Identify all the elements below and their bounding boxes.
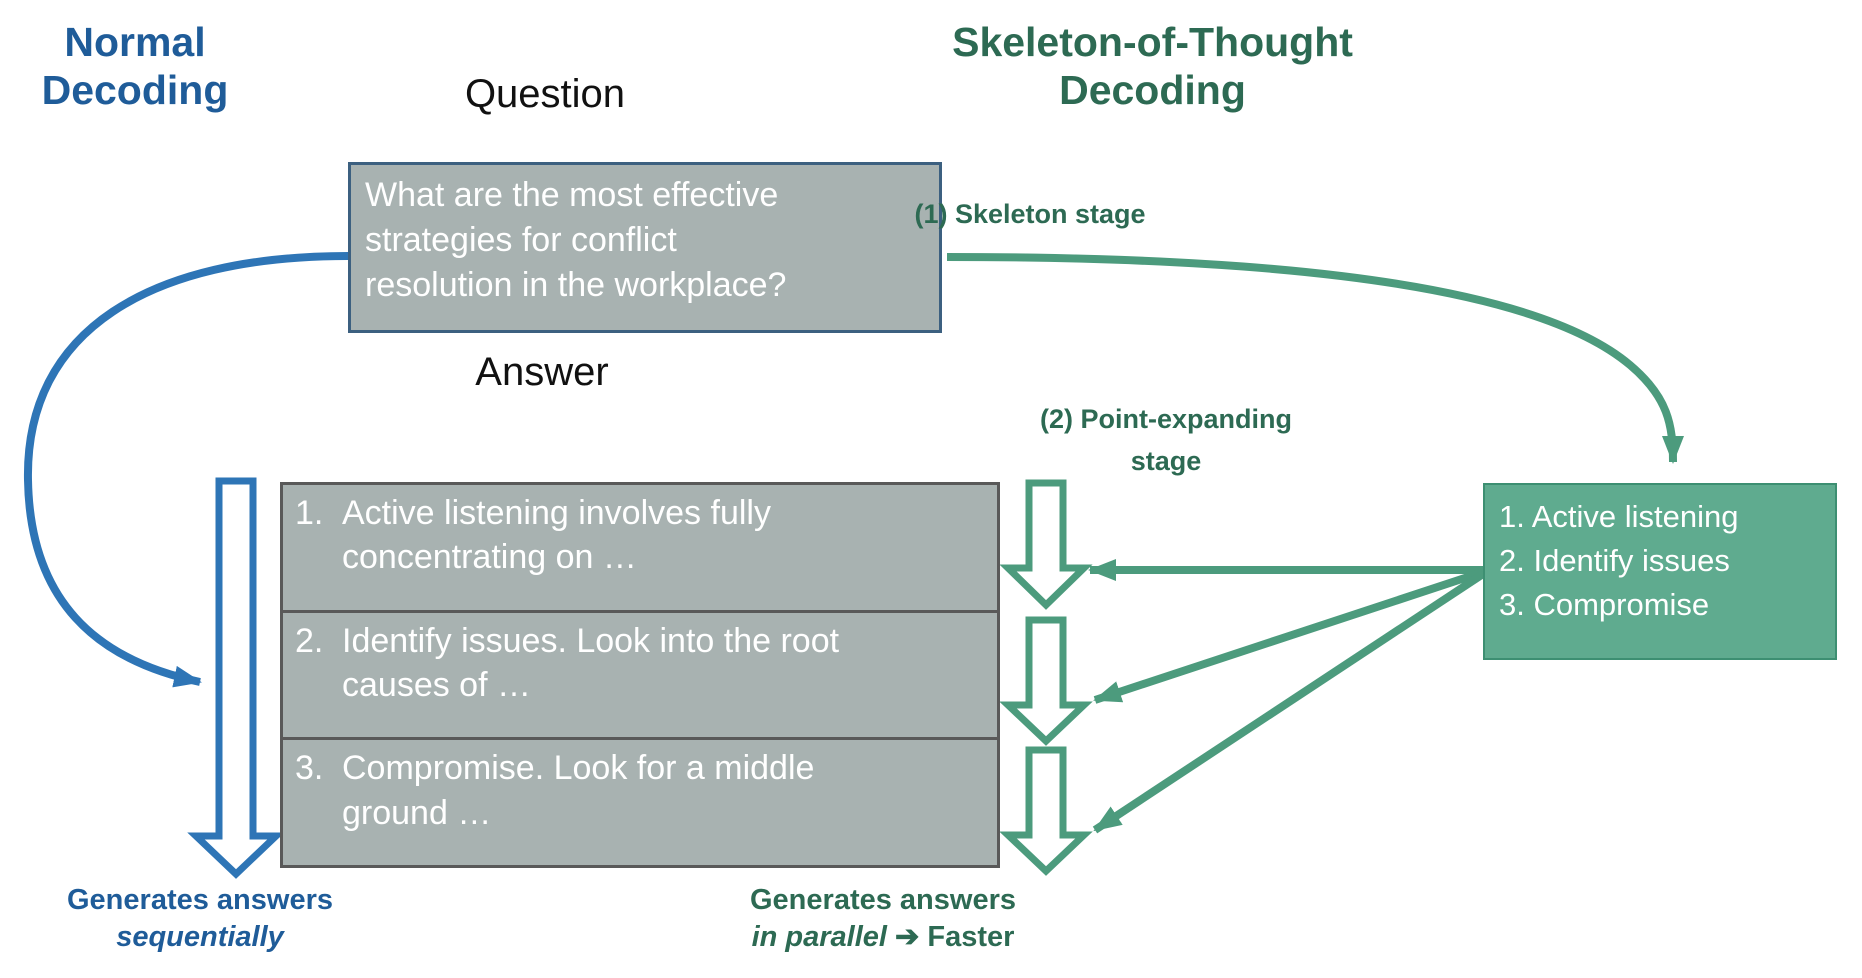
- normal-decoding-title-line2: Decoding: [41, 67, 229, 114]
- sequential-caption-line1: Generates answers: [67, 884, 333, 916]
- answer-item-3-line2: ground …: [342, 793, 492, 832]
- answer-item-2: 2. Identify issues. Look into the root ca…: [283, 609, 997, 738]
- normal-decoding-title: Normal Decoding: [10, 18, 260, 115]
- answer-box: 1. Active listening involves fully concen…: [280, 482, 1000, 868]
- green-parallel-arrow-2: [999, 616, 1093, 746]
- skeleton-box-item-2: 2. Identify issues: [1499, 543, 1730, 579]
- point-expanding-stage-line2: stage: [1130, 445, 1202, 476]
- skeleton-of-thought-title-line1: Skeleton-of-Thought: [952, 19, 1353, 65]
- answer-label: Answer: [475, 350, 609, 394]
- answer-item-3-number: 3.: [295, 749, 324, 788]
- green-fan-line-3: [1092, 570, 1486, 834]
- answer-item-1-number: 1.: [295, 494, 324, 532]
- skeleton-of-thought-title-line2: Decoding: [1059, 67, 1246, 114]
- sequential-caption-line2: sequentially: [116, 921, 284, 954]
- parallel-caption-line1: Generates answers: [750, 884, 1016, 916]
- right-arrow-glyph-icon: ➔: [895, 921, 920, 954]
- question-text-line2: strategies for conflict: [365, 220, 677, 259]
- parallel-caption-in-parallel: in parallel: [751, 921, 887, 954]
- answer-item-1-text: Active listening involves fully concentra…: [342, 491, 987, 610]
- skeleton-box-item-3: 3. Compromise: [1499, 587, 1710, 623]
- answer-item-3-line1: Compromise. Look for a middle: [342, 749, 815, 788]
- answer-item-2-text: Identify issues. Look into the root cause…: [342, 619, 987, 738]
- point-expanding-stage-line1: (2) Point-expanding: [1040, 404, 1292, 434]
- skeleton-stage-label: (1) Skeleton stage: [914, 199, 1146, 229]
- skeleton-of-thought-title: Skeleton-of-Thought Decoding: [930, 18, 1375, 115]
- answer-item-1: 1. Active listening involves fully concen…: [283, 485, 997, 610]
- parallel-caption-faster: Faster: [927, 921, 1015, 954]
- parallel-caption: Generates answers in parallel ➔ Faster: [703, 882, 1063, 956]
- normal-decoding-title-line1: Normal: [64, 19, 206, 65]
- parallel-caption-line2: in parallel ➔ Faster: [703, 919, 1063, 956]
- green-parallel-arrow-1: [999, 479, 1093, 610]
- answer-item-1-line1: Active listening involves fully: [342, 494, 771, 532]
- skeleton-box-item-1: 1. Active listening: [1499, 499, 1739, 534]
- answer-item-2-line2: causes of …: [342, 665, 531, 704]
- answer-item-2-number: 2.: [295, 621, 324, 660]
- question-text-line3: resolution in the workplace?: [365, 265, 787, 304]
- green-skeleton-curve-arrow: [946, 253, 1684, 464]
- answer-item-3-text: Compromise. Look for a middle ground …: [342, 746, 987, 865]
- answer-item-1-line2: concentrating on …: [342, 538, 637, 577]
- question-box: What are the most effective strategies f…: [348, 162, 942, 333]
- green-parallel-arrow-3: [999, 746, 1093, 876]
- question-text-line1: What are the most effective: [365, 176, 779, 214]
- answer-item-3: 3. Compromise. Look for a middle ground …: [283, 737, 997, 865]
- green-fan-line-2: [1093, 568, 1485, 704]
- skeleton-box: 1. Active listening 2. Identify issues 3…: [1483, 483, 1837, 660]
- point-expanding-stage-label: (2) Point-expanding stage: [1020, 399, 1312, 483]
- blue-sequential-arrow: [187, 477, 285, 879]
- answer-item-2-line1: Identify issues. Look into the root: [342, 621, 840, 660]
- sequential-caption: Generates answers sequentially: [20, 882, 380, 956]
- question-label: Question: [464, 72, 626, 116]
- blue-curve-arrow: [23, 252, 349, 688]
